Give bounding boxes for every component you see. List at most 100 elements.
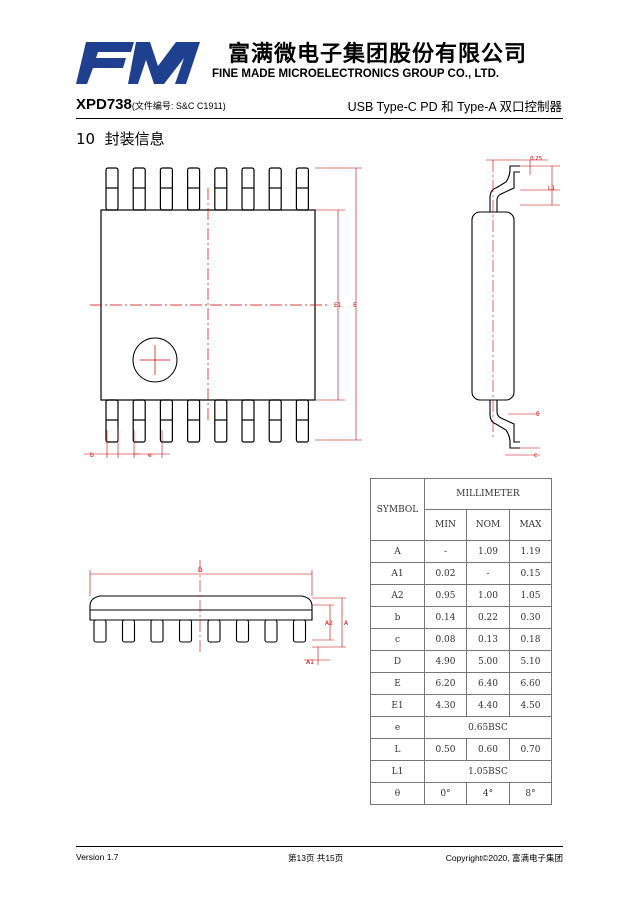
dim-label-A: A: [344, 620, 349, 627]
package-pin: [241, 399, 255, 443]
cell-min: 0.14: [424, 606, 467, 629]
cell-min: 6.20: [424, 672, 467, 695]
dim-label-b: b: [90, 452, 94, 459]
cell-symbol: E: [370, 672, 425, 695]
package-pin: [121, 619, 136, 643]
col-header-max: MAX: [509, 509, 552, 541]
cell-nom: 4.40: [466, 694, 510, 717]
package-pin: [132, 399, 146, 443]
package-pin: [105, 399, 119, 443]
cell-symbol: L1: [370, 760, 425, 783]
cell-value: 0.65BSC: [424, 716, 552, 739]
footer-rule: [76, 846, 563, 847]
cell-min: 0.02: [424, 562, 467, 585]
dim-label-theta: θ: [536, 411, 540, 418]
package-pin: [132, 167, 146, 211]
package-pin: [150, 619, 164, 643]
cell-nom: 1.00: [466, 584, 510, 607]
cell-max: 4.50: [509, 694, 552, 717]
cell-nom: -: [466, 562, 510, 585]
cell-value: 1.05BSC: [424, 760, 552, 783]
dim-label-L1: L1: [548, 185, 555, 192]
package-pin: [207, 619, 221, 643]
cell-max: 1.19: [509, 540, 552, 563]
dim-label-E: E: [353, 302, 357, 309]
cell-max: 5.10: [509, 650, 552, 673]
cell-min: 4.90: [424, 650, 467, 673]
package-pin: [105, 167, 119, 211]
cell-max: 0.18: [509, 628, 552, 651]
package-pin: [268, 167, 282, 211]
dim-label-front-D: D: [198, 567, 203, 574]
header-rule: [76, 118, 563, 119]
cell-symbol: b: [370, 606, 425, 629]
dim-label-025: 0.25: [530, 156, 543, 162]
col-header-nom: NOM: [466, 509, 510, 541]
section-name: 封装信息: [104, 130, 165, 148]
cell-min: 0.50: [424, 738, 467, 761]
package-pin: [214, 399, 228, 443]
doc-number: (文件编号: S&C C1911): [131, 101, 226, 111]
cell-nom: 4°: [466, 782, 510, 805]
cell-symbol: E1: [370, 694, 425, 717]
cell-max: 6.60: [509, 672, 552, 695]
dim-label-A2: A2: [325, 620, 333, 627]
cell-max: 1.05: [509, 584, 552, 607]
cell-symbol: L: [370, 738, 425, 761]
company-name-cn: 富满微电子集团股份有限公司: [228, 41, 528, 67]
package-pin: [178, 619, 193, 643]
package-pin: [214, 167, 228, 211]
dim-label-A1: A1: [306, 659, 314, 666]
package-pin: [187, 167, 201, 211]
package-pin: [241, 167, 255, 211]
company-name-en: FINE MADE MICROELECTRONICS GROUP CO., LT…: [212, 68, 500, 80]
cell-symbol: A: [370, 540, 425, 563]
package-pin: [187, 399, 201, 443]
cell-nom: 0.13: [466, 628, 510, 651]
cell-symbol: c: [370, 628, 425, 651]
cell-max: 0.70: [509, 738, 552, 761]
cell-nom: 0.22: [466, 606, 510, 629]
part-number: XPD738: [76, 96, 132, 113]
dim-label-c: c: [534, 452, 537, 459]
cell-symbol: e: [370, 716, 425, 739]
cell-min: 0.95: [424, 584, 467, 607]
cell-symbol: θ: [370, 782, 425, 805]
cell-min: 0.08: [424, 628, 467, 651]
cell-symbol: A2: [370, 584, 425, 607]
section-number: 10: [76, 130, 96, 148]
dim-label-E1: E1: [334, 302, 342, 309]
package-pin: [235, 619, 250, 643]
footer-copyright: Copyright©2020, 富满电子集团: [445, 853, 563, 863]
cell-min: 4.30: [424, 694, 467, 717]
dim-label-e: e: [148, 452, 152, 459]
cell-nom: 5.00: [466, 650, 510, 673]
cell-min: -: [424, 540, 467, 563]
cell-nom: 0.60: [466, 738, 510, 761]
package-pin: [159, 399, 173, 443]
package-pin: [295, 167, 309, 211]
package-pin: [264, 619, 278, 643]
doc-id-line: XPD738(文件编号: S&C C1911): [76, 96, 226, 113]
unit-header: MILLIMETER: [424, 478, 552, 510]
package-pin: [295, 399, 309, 443]
package-pin: [268, 399, 282, 443]
side-view: [471, 165, 520, 449]
symbol-header: SYMBOL: [370, 478, 425, 541]
fm-logo-icon: [76, 42, 200, 84]
cell-max: 0.30: [509, 606, 552, 629]
front-view: [89, 595, 313, 643]
cell-min: 0°: [424, 782, 467, 805]
cell-max: 0.15: [509, 562, 552, 585]
